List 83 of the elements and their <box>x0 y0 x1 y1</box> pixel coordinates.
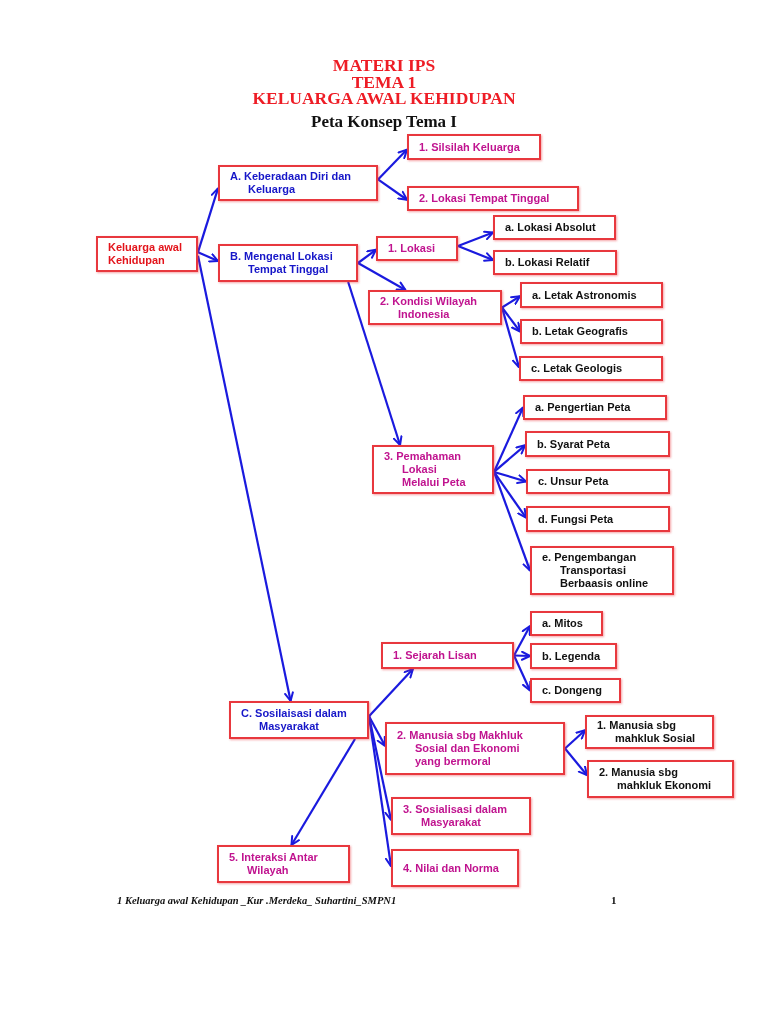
arrow <box>457 244 494 262</box>
concept-box <box>587 760 734 798</box>
concept-box <box>526 469 670 494</box>
concept-box <box>381 642 514 669</box>
concept-label: 1. Sejarah Lisan <box>392 649 478 662</box>
concept-box <box>376 236 458 261</box>
subtitle: Peta Konsep Tema I <box>311 112 457 132</box>
concept-label: 1. Lokasi <box>387 242 437 255</box>
concept-label: a. Lokasi Absolut <box>504 221 597 234</box>
arrow <box>513 655 532 692</box>
concept-box <box>493 215 616 240</box>
arrow <box>357 248 377 264</box>
concept-box <box>218 244 358 282</box>
concept-label: C. Sosilaisasi dalam Masyarakat <box>240 707 348 733</box>
concept-box <box>530 611 603 636</box>
concept-label: c. Letak Geologis <box>530 362 624 375</box>
diagram-title: MATERI IPS TEMA 1 KELUARGA AWAL KEHIDUPAN <box>252 57 516 107</box>
arrow <box>368 715 386 747</box>
footer-note: 1 Keluarga awal Kehidupan _Kur .Merdeka_ Suhartini_SMPN1 <box>117 894 397 908</box>
concept-box <box>218 165 378 201</box>
concept-box <box>372 445 494 494</box>
concept-label: b. Legenda <box>541 649 602 663</box>
concept-box <box>530 678 621 703</box>
concept-box <box>526 506 670 532</box>
arrow <box>493 470 527 485</box>
concept-box <box>391 849 519 887</box>
concept-box <box>407 186 579 211</box>
concept-label: 2. Manusia sbg mahkluk Ekonomi <box>598 766 713 792</box>
concept-box <box>585 715 714 749</box>
concept-label: 3. Pemahaman Lokasi Melalui Peta <box>383 450 466 489</box>
arrow <box>197 251 219 263</box>
concept-label: 2. Lokasi Tempat Tinggal <box>418 192 551 205</box>
concept-box <box>229 701 369 739</box>
concept-label: a. Letak Astronomis <box>531 288 638 302</box>
concept-label: 5. Interaksi Antar Wilayah <box>228 851 319 877</box>
concept-box <box>523 395 667 420</box>
page-number: 1 <box>611 893 617 907</box>
concept-label: 1. Manusia sbg mahkluk Sosial <box>596 719 697 745</box>
concept-box <box>519 356 663 381</box>
concept-box <box>385 722 565 775</box>
concept-label: 2. Kondisi Wilayah Indonesia <box>379 294 479 321</box>
arrow <box>501 306 521 333</box>
concept-box <box>217 845 350 883</box>
concept-box <box>391 797 531 835</box>
concept-label: 3. Sosialisasi dalam Masyarakat <box>402 803 508 829</box>
arrow <box>347 281 403 446</box>
arrow <box>377 178 408 201</box>
concept-box <box>525 431 670 457</box>
concept-label: e. Pengembangan Transportasi Berbaasis online <box>541 551 650 590</box>
concept-box <box>368 290 502 325</box>
concept-label: 4. Nilai dan Norma <box>402 861 500 875</box>
arrow <box>377 148 408 181</box>
concept-box <box>520 319 663 344</box>
concept-label: d. Fungsi Peta <box>537 512 615 526</box>
arrow <box>290 738 356 846</box>
arrow <box>357 262 407 291</box>
concept-label: Keluarga awal Kehidupan <box>107 241 183 267</box>
arrow <box>457 230 494 248</box>
concept-label: 2. Manusia sbg Makhluk Sosial dan Ekonomi yang bermoral <box>396 729 524 768</box>
concept-label: A. Keberadaan Diri dan Keluarga <box>229 170 353 196</box>
concept-label: c. Unsur Peta <box>537 475 610 488</box>
concept-label: b. Syarat Peta <box>536 437 611 451</box>
concept-label: b. Letak Geografis <box>531 325 629 338</box>
concept-box <box>407 134 541 160</box>
concept-box <box>96 236 198 272</box>
concept-label: B. Mengenal Lokasi Tempat Tinggal <box>229 250 334 276</box>
arrow <box>564 747 588 777</box>
concept-box <box>530 546 674 595</box>
arrow <box>501 295 521 309</box>
arrow <box>513 650 531 661</box>
concept-label: 1. Silsilah Keluarga <box>418 140 521 154</box>
concept-box <box>520 282 663 308</box>
arrow <box>493 471 527 519</box>
arrow <box>493 444 526 473</box>
concept-label: c. Dongeng <box>541 684 603 697</box>
arrow <box>368 668 414 717</box>
arrow <box>564 729 586 750</box>
concept-label: b. Lokasi Relatif <box>504 256 591 269</box>
arrow <box>513 625 531 657</box>
concept-box <box>493 250 617 275</box>
concept-box <box>530 643 617 669</box>
concept-label: a. Pengertian Peta <box>534 401 632 414</box>
concept-label: a. Mitos <box>541 617 584 630</box>
